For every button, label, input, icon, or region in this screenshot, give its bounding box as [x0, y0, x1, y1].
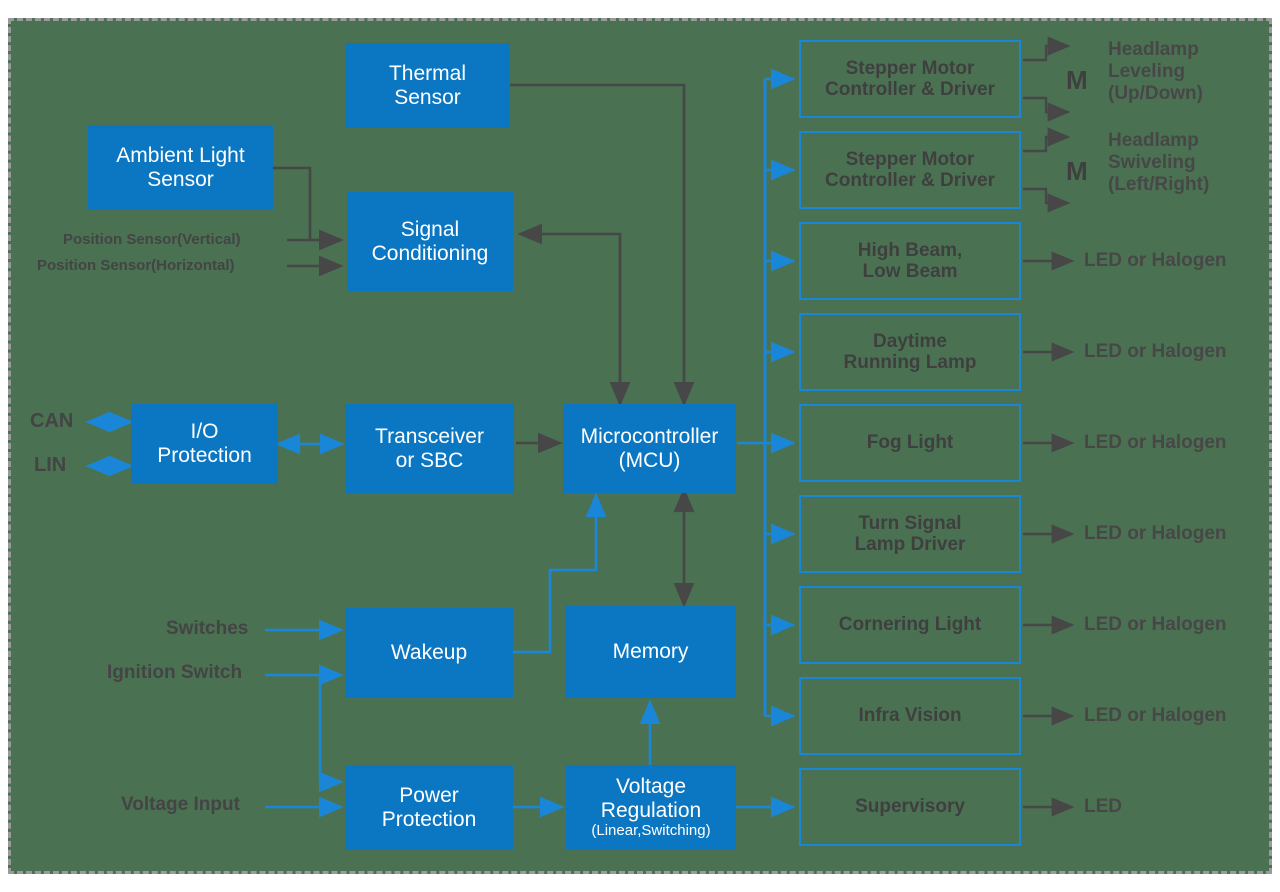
block-io-protection[interactable]: I/O Protection	[131, 404, 278, 484]
block-microcontroller[interactable]: Microcontroller (MCU)	[563, 404, 736, 493]
label-position-sensor-vertical: Position Sensor(Vertical)	[63, 231, 241, 248]
motor-symbol-2: M	[1066, 156, 1088, 186]
output-label-9: LED	[1084, 796, 1122, 817]
block-stepper-motor-1[interactable]: Stepper Motor Controller & Driver	[799, 40, 1021, 118]
block-thermal-sensor[interactable]: Thermal Sensor	[345, 43, 510, 128]
label-ignition-switch: Ignition Switch	[107, 662, 243, 683]
block-cornering-light[interactable]: Cornering Light	[799, 586, 1021, 664]
block-fog-light[interactable]: Fog Light	[799, 404, 1021, 482]
voltage-regulation-label: Voltage Regulation	[600, 775, 702, 822]
block-voltage-regulation[interactable]: Voltage Regulation (Linear,Switching)	[566, 765, 736, 850]
label-lin: LIN	[34, 454, 67, 476]
label-position-sensor-horizontal: Position Sensor(Horizontal)	[37, 257, 235, 274]
label-switches: Switches	[166, 618, 249, 639]
output-label-6: LED or Halogen	[1084, 523, 1227, 544]
block-infra-vision[interactable]: Infra Vision	[799, 677, 1021, 755]
block-ambient-light-sensor[interactable]: Ambient Light Sensor	[88, 125, 273, 210]
block-high-low-beam[interactable]: High Beam, Low Beam	[799, 222, 1021, 300]
output-label-7: LED or Halogen	[1084, 614, 1227, 635]
block-daytime-running-lamp[interactable]: Daytime Running Lamp	[799, 313, 1021, 391]
block-signal-conditioning[interactable]: Signal Conditioning	[347, 192, 513, 291]
block-wakeup[interactable]: Wakeup	[345, 608, 513, 697]
output-label-4: LED or Halogen	[1084, 341, 1227, 362]
block-stepper-motor-2[interactable]: Stepper Motor Controller & Driver	[799, 131, 1021, 209]
output-label-3: LED or Halogen	[1084, 250, 1227, 271]
label-can: CAN	[30, 410, 74, 432]
output-label-5: LED or Halogen	[1084, 432, 1227, 453]
output-label-1: Headlamp Leveling (Up/Down)	[1108, 39, 1203, 105]
block-memory[interactable]: Memory	[565, 606, 736, 698]
motor-symbol-1: M	[1066, 65, 1088, 95]
label-voltage-input: Voltage Input	[121, 794, 240, 815]
block-power-protection[interactable]: Power Protection	[345, 765, 513, 850]
block-turn-signal-lamp-driver[interactable]: Turn Signal Lamp Driver	[799, 495, 1021, 573]
output-label-2: Headlamp Swiveling (Left/Right)	[1108, 130, 1210, 196]
output-label-8: LED or Halogen	[1084, 705, 1227, 726]
block-supervisory[interactable]: Supervisory	[799, 768, 1021, 846]
voltage-regulation-sublabel: (Linear,Switching)	[591, 822, 711, 840]
block-transceiver-or-sbc[interactable]: Transceiver or SBC	[345, 404, 514, 493]
